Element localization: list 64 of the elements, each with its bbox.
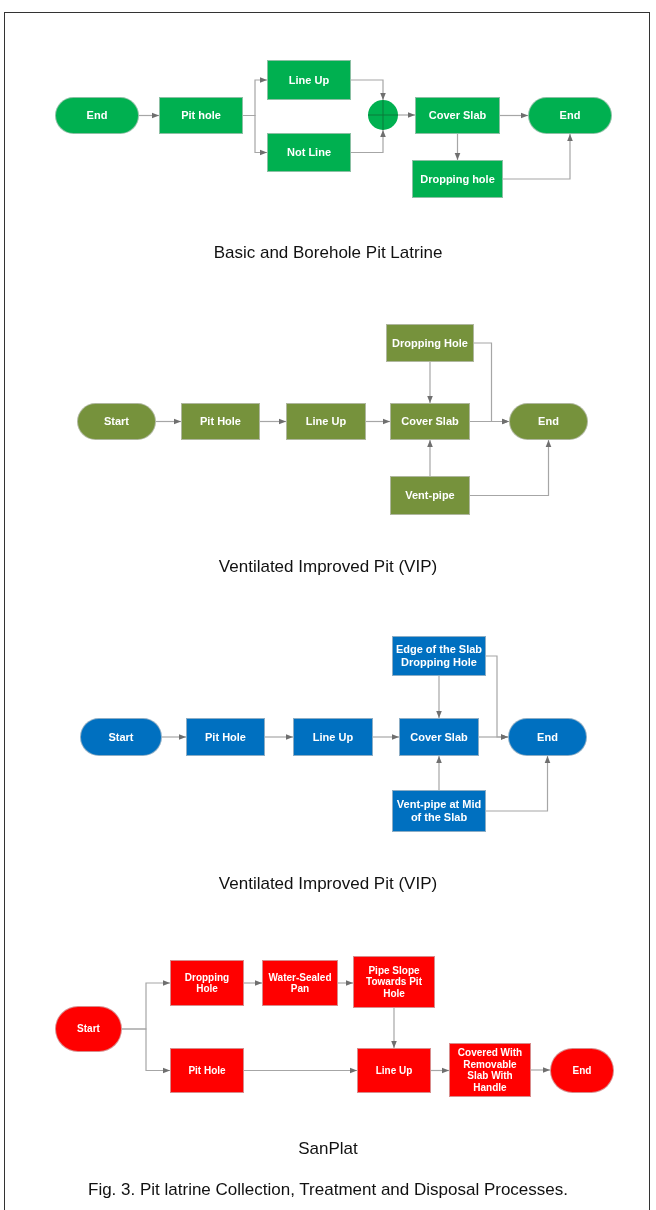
section-title: Ventilated Improved Pit (VIP) [218,874,438,893]
connector-arrow [243,1067,358,1074]
connector-arrow [243,980,263,986]
terminal-pill: Start [55,1006,122,1052]
connector-arrow [530,1067,551,1073]
merge-circle [368,100,398,130]
terminal-pill: End [550,1048,614,1093]
connector-arrow [350,79,386,101]
connector-arrow [485,755,551,812]
section-title: SanPlat [298,1139,358,1158]
process-box: Dropping hole [412,160,503,198]
connector-arrow [161,734,187,740]
process-box: Pit hole [159,97,243,134]
connector-arrow [485,655,509,740]
terminal-pill: End [508,718,587,756]
process-box: Dropping Hole [386,324,474,362]
process-box: Water-Sealed Pan [262,960,338,1006]
section-title: Basic and Borehole Pit Latrine [213,243,443,262]
process-box: Dropping Hole [170,960,244,1006]
connector-arrow [138,112,160,119]
connector-arrow [473,342,510,425]
connector-arrow [337,980,354,986]
process-box: Not Line [267,133,351,172]
connector-arrow [499,112,529,119]
process-box: Edge of the Slab Dropping Hole [392,636,486,676]
connector-arrow [436,755,442,791]
connector-arrow [372,734,400,740]
connector-arrow [430,1067,450,1074]
connector-arrow [350,129,386,154]
connector-arrow [502,133,573,180]
connector-arrow [454,133,461,161]
process-box: Pit Hole [170,1048,244,1093]
process-box: Cover Slab [399,718,479,756]
terminal-pill: Start [77,403,156,440]
terminal-pill: Start [80,718,162,756]
connector-arrow [436,675,442,719]
connector-arrow [365,418,391,425]
connector-arrow [427,361,433,404]
terminal-pill: End [528,97,612,134]
process-box: Covered With Removable Slab With Handle [449,1043,531,1097]
process-box: Line Up [286,403,366,440]
section-title: Ventilated Improved Pit (VIP) [218,557,438,576]
connector-arrow [391,1007,397,1049]
terminal-pill: End [509,403,588,440]
process-box: Pit Hole [186,718,265,756]
process-box: Cover Slab [390,403,470,440]
process-box: Vent-pipe at Mid of the Slab [392,790,486,832]
process-box: Line Up [293,718,373,756]
terminal-pill: End [55,97,139,134]
connector-arrow [397,112,416,118]
connector-arrow [259,418,287,425]
connector-arrow [242,114,268,156]
process-box: Line Up [267,60,351,100]
process-box: Cover Slab [415,97,500,134]
figure-caption: Fig. 3. Pit latrine Collection, Treatment and Disposal Processes. [87,1180,569,1200]
connector-arrow [469,439,552,497]
process-box: Line Up [357,1048,431,1093]
connector-arrow [155,418,182,425]
process-box: Pit Hole [181,403,260,440]
connector-arrow [264,734,294,740]
process-box: Vent-pipe [390,476,470,515]
connector-arrow [121,1028,171,1074]
process-box: Pipe Slope Towards Pit Hole [353,956,435,1008]
connector-arrow [427,439,433,477]
